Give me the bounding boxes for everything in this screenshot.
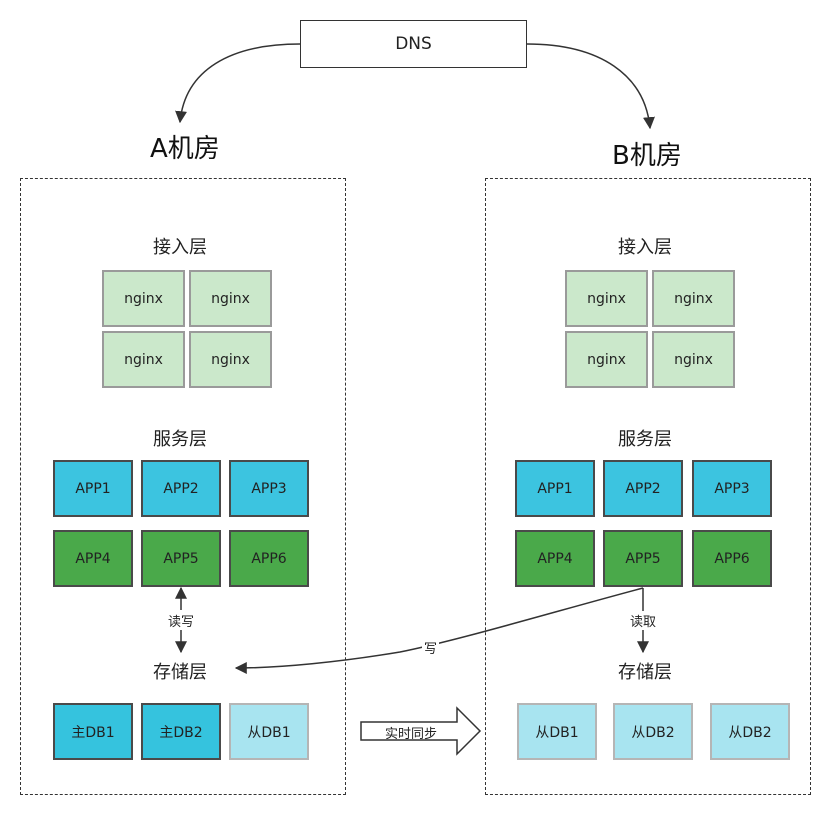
room-a-storage-layer-title: 存储层 [153,662,207,683]
room-b-db-slave-3: 从DB2 [710,703,790,760]
room-a-nginx-3: nginx [102,331,185,388]
room-a-db-main-2: 主DB2 [141,703,221,760]
room-b-app1: APP1 [515,460,595,517]
room-b-db-slave-2: 从DB2 [613,703,693,760]
room-a-nginx-1: nginx [102,270,185,327]
room-b-app3: APP3 [692,460,772,517]
room-a-app1: APP1 [53,460,133,517]
room-b-app4: APP4 [515,530,595,587]
room-b-nginx-3: nginx [565,331,648,388]
room-b-service-layer-title: 服务层 [618,429,672,450]
room-a-box [20,178,346,795]
room-a-app2: APP2 [141,460,221,517]
dns-to-b-arrow [526,43,655,130]
room-a-app6: APP6 [229,530,309,587]
write-cross-arrow [234,587,644,674]
room-b-title: B机房 [612,141,682,171]
room-b-app6: APP6 [692,530,772,587]
room-a-app5: APP5 [141,530,221,587]
dns-label: DNS [395,34,432,54]
room-b-nginx-2: nginx [652,270,735,327]
room-a-db-slave-1: 从DB1 [229,703,309,760]
room-a-nginx-2: nginx [189,270,272,327]
room-b-nginx-4: nginx [652,331,735,388]
dns-box: DNS [300,20,527,68]
room-b-storage-layer-title: 存储层 [618,662,672,683]
room-a-nginx-4: nginx [189,331,272,388]
room-b-read-label: 读取 [628,611,659,630]
room-a-app3: APP3 [229,460,309,517]
room-b-app2: APP2 [603,460,683,517]
room-b-nginx-1: nginx [565,270,648,327]
room-a-title: A机房 [150,134,220,164]
room-a-db-main-1: 主DB1 [53,703,133,760]
room-a-service-layer-title: 服务层 [153,429,207,450]
room-a-rw-label: 读写 [166,611,197,630]
room-a-app4: APP4 [53,530,133,587]
room-b-box [485,178,811,795]
room-b-app5: APP5 [603,530,683,587]
sync-arrow-shape [360,706,482,756]
sync-label: 实时同步 [384,727,437,742]
room-b-access-layer-title: 接入层 [618,237,672,258]
room-b-db-slave-1: 从DB1 [517,703,597,760]
write-label: 写 [422,638,440,657]
room-a-access-layer-title: 接入层 [153,237,207,258]
dns-to-a-arrow [175,43,301,124]
